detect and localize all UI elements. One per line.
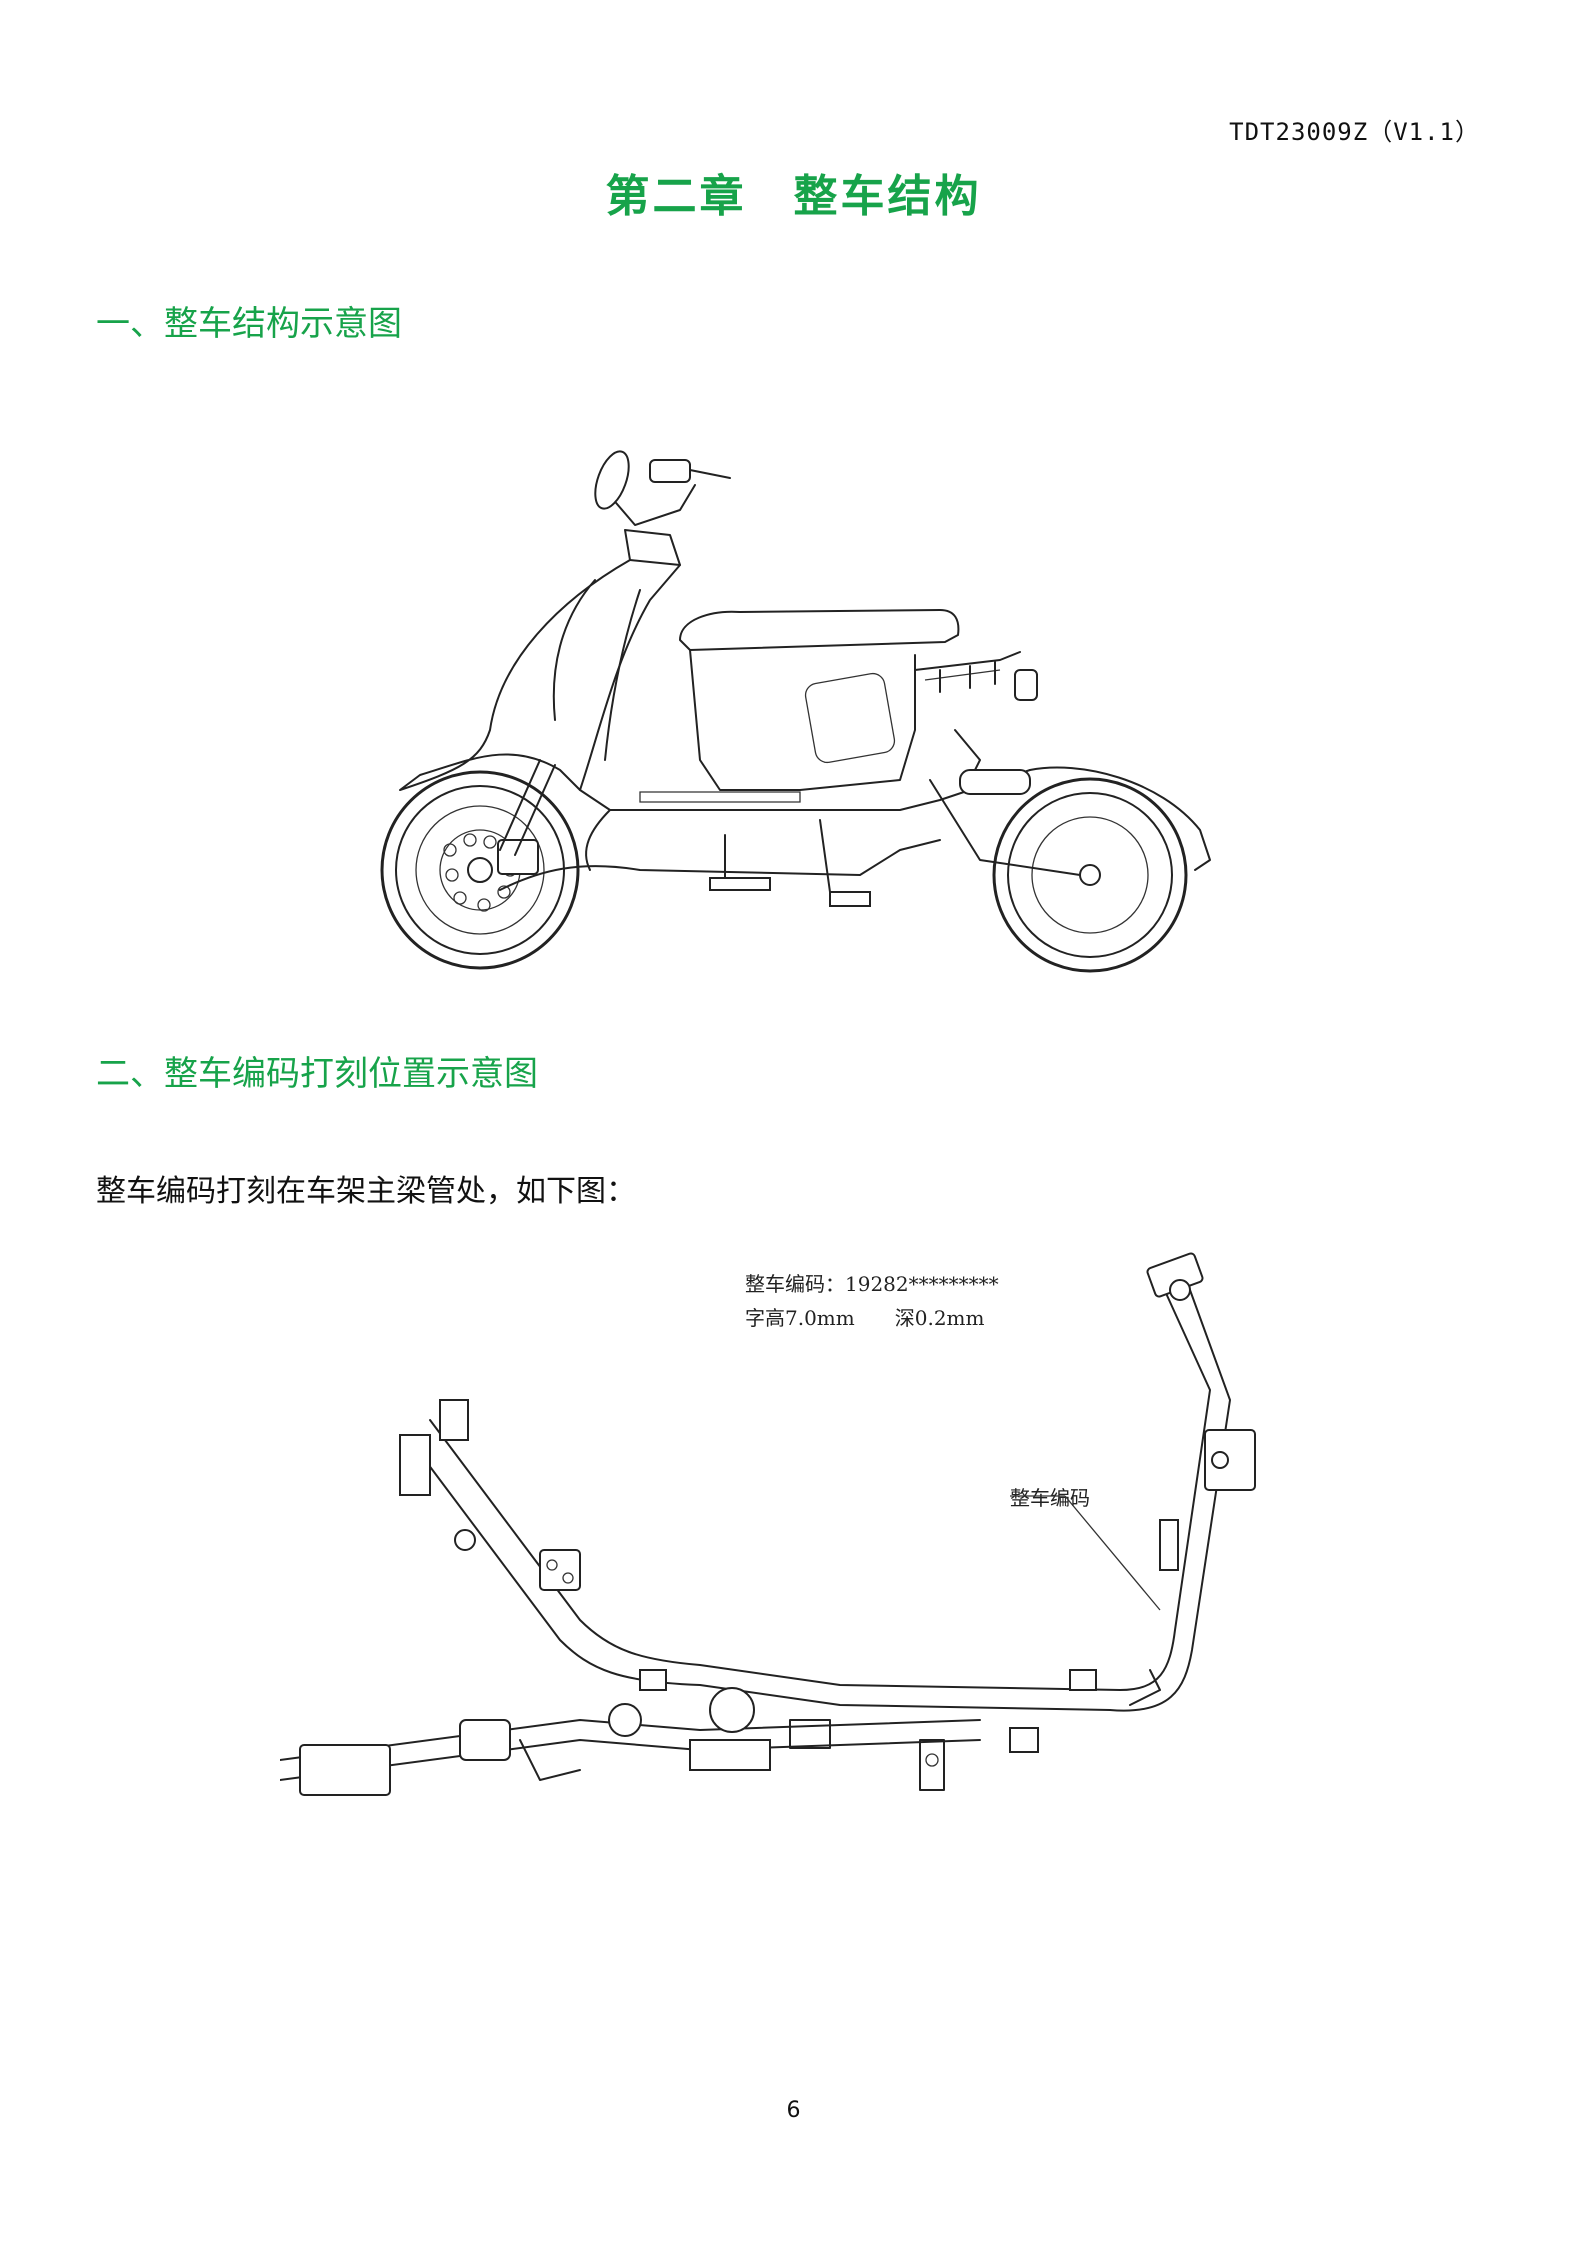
- scooter-diagram: [380, 450, 1211, 973]
- body-paragraph: 整车编码打刻在车架主梁管处，如下图：: [96, 1174, 636, 1209]
- page-number: 6: [786, 2098, 801, 2123]
- section-heading-code-location: 二、整车编码打刻位置示意图: [96, 1054, 538, 1094]
- frame-diagram: [280, 1252, 1256, 1796]
- frame-code-spec: 字高7.0mm 深0.2mm: [745, 1306, 985, 1330]
- frame-code-callout-label: 整车编码: [1010, 1486, 1090, 1510]
- front-wheel: [380, 770, 580, 970]
- section-heading-structure: 一、整车结构示意图: [96, 304, 402, 344]
- rear-wheel: [992, 777, 1188, 973]
- frame-code-note: 整车编码：19282*********: [745, 1272, 999, 1296]
- chapter-title: 第二章 整车结构: [605, 171, 982, 222]
- document-code: TDT23009Z（V1.1）: [1229, 118, 1480, 146]
